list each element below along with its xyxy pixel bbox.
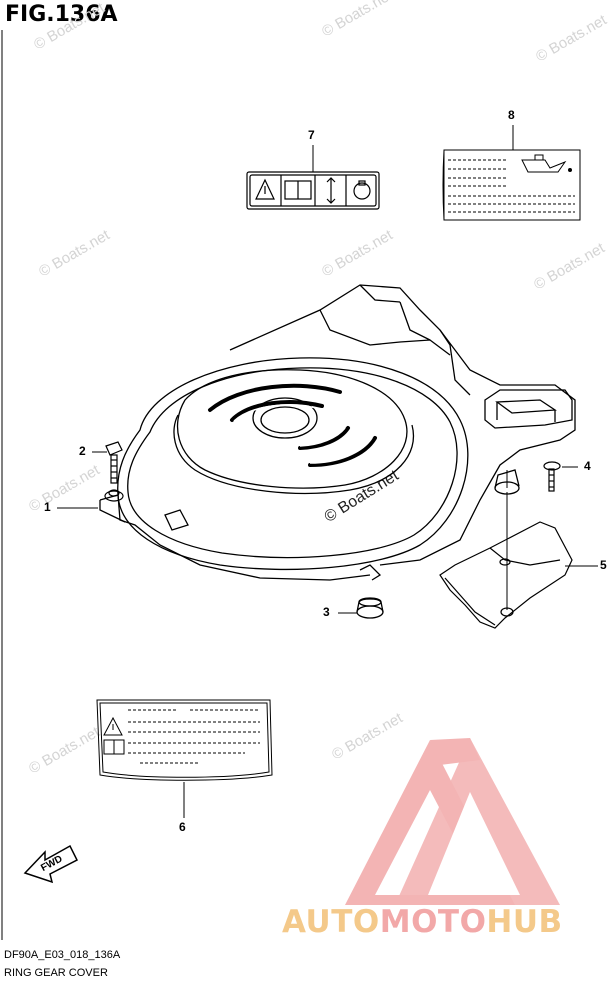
grommet-3 <box>356 597 384 619</box>
figure-code: DF90A_E03_018_136A <box>4 949 121 961</box>
screw-4 <box>543 461 561 492</box>
callout-3: 3 <box>323 605 330 619</box>
callout-1: 1 <box>44 500 51 514</box>
callout-2: 2 <box>79 444 86 458</box>
fwd-arrow-icon <box>23 844 79 884</box>
callout-5: 5 <box>600 558 607 572</box>
brand-logo-mark <box>345 738 560 905</box>
oil-label-8 <box>442 149 581 221</box>
callout-4: 4 <box>584 459 591 473</box>
brand-part-auto: AUTO <box>282 904 380 940</box>
caution-label-6 <box>96 699 273 781</box>
figure-title: FIG.136A <box>5 2 118 27</box>
plate-5 <box>439 521 573 629</box>
brand-part-moto: MOTO <box>379 904 487 940</box>
bolt-2 <box>104 441 124 502</box>
figure-subtitle: RING GEAR COVER <box>4 967 108 979</box>
warning-label-7 <box>246 171 380 210</box>
callout-7: 7 <box>308 128 315 142</box>
brand-part-hub: HUB <box>486 904 563 940</box>
ring-gear-cover-1 <box>99 284 576 581</box>
callout-6: 6 <box>179 820 186 834</box>
brand-wordmark: AUTOMOTOHUB <box>282 904 563 940</box>
callout-8: 8 <box>508 108 515 122</box>
